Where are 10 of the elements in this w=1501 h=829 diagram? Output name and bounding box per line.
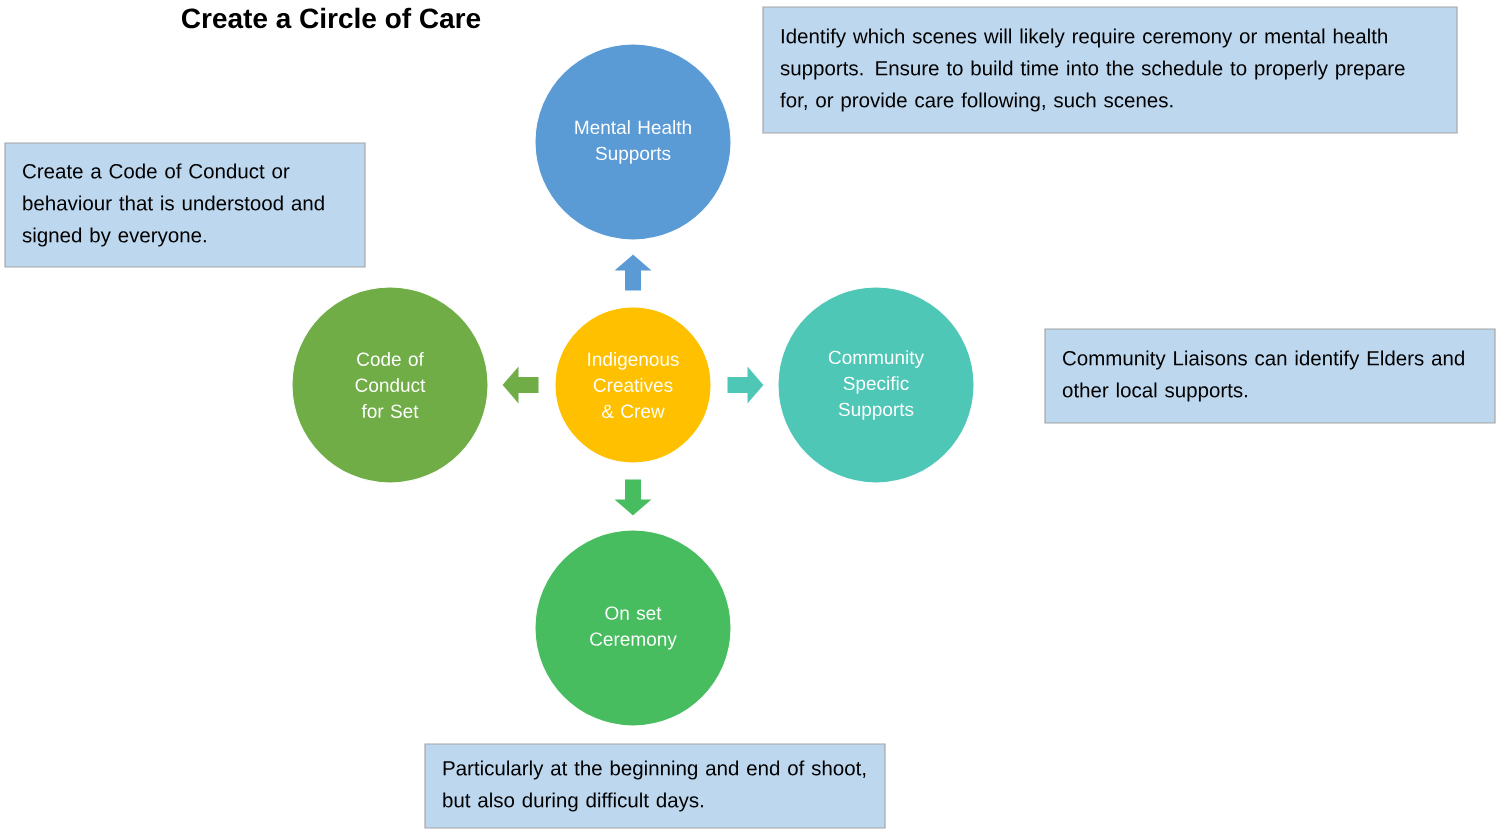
circle-node: On set Ceremony: [534, 529, 732, 727]
text-box: Identify which scenes will likely require ceremony or mental health supports. Ensure to build time into the schedule to properly prepare for, or provide care following, such scenes.: [762, 6, 1458, 134]
text-box: Particularly at the beginning and end of shoot, but also during difficult days.: [424, 743, 886, 829]
circle-node: Indigenous Creatives & Crew: [554, 306, 712, 464]
text-box: Create a Code of Conduct or behaviour that is understood and signed by everyone.: [4, 142, 366, 268]
text-box: Community Liaisons can identify Elders and other local supports.: [1044, 328, 1496, 424]
circle-node: Community Specific Supports: [777, 286, 975, 484]
circle-node: Code of Conduct for Set: [291, 286, 489, 484]
circle-node: Mental Health Supports: [534, 43, 732, 241]
title: Create a Circle of Care: [182, 7, 481, 29]
